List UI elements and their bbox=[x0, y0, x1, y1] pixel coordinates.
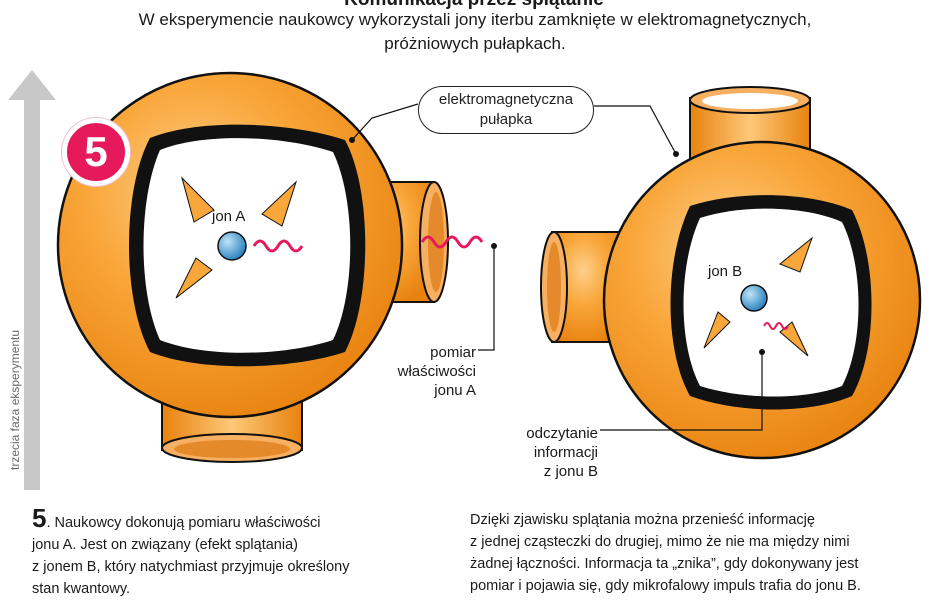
caption-left-line-3: z jonem B, który natychmiast przyjmuje o… bbox=[32, 559, 350, 575]
electrode-b-1 bbox=[779, 236, 814, 273]
ion-b bbox=[740, 284, 768, 312]
caption-left-line-2: jonu A. Jest on związany (efekt splątani… bbox=[32, 537, 298, 553]
measure-label-line-1: pomiar bbox=[430, 344, 476, 361]
caption-right-line-3: żadnej łączności. Informacja ta „znika”,… bbox=[470, 556, 859, 572]
trap-leader-a bbox=[351, 103, 419, 141]
readout-label-line-1: odczytanie bbox=[526, 425, 598, 442]
wave-a-inner bbox=[252, 239, 304, 253]
readout-leader-line bbox=[600, 352, 763, 431]
step-badge: 5 bbox=[62, 118, 130, 186]
measure-label-line-3: jonu A bbox=[434, 382, 476, 399]
ion-b-label: jon B bbox=[708, 263, 743, 280]
phase-arrow bbox=[8, 70, 56, 490]
intro-line-2: próżniowych pułapkach. bbox=[384, 34, 566, 53]
diagram-title: Komunikacja przez splątanie bbox=[0, 0, 948, 11]
measure-label-line-2: właściwości bbox=[397, 363, 476, 380]
caption-right-line-4: pomiar i pojawia się, gdy mikrofalowy im… bbox=[470, 578, 861, 594]
electrode-a-1 bbox=[181, 176, 215, 223]
trap-b bbox=[540, 86, 922, 460]
readout-label-line-3: z jonu B bbox=[543, 463, 598, 480]
wave-b bbox=[763, 322, 789, 330]
readout-label: odczytanie informacji z jonu B bbox=[488, 424, 598, 481]
caption-right-line-2: z jednej cząsteczki do drugiej, mimo że … bbox=[470, 534, 850, 550]
intro-text: W eksperymencie naukowcy wykorzystali jo… bbox=[90, 8, 860, 56]
caption-left-line-4: stan kwantowy. bbox=[32, 581, 131, 597]
trap-label-line-2: pułapka bbox=[479, 111, 533, 128]
trap-label-line-1: elektromagnetyczna bbox=[438, 91, 574, 108]
wave-a-outer bbox=[420, 235, 484, 249]
trap-leader-b bbox=[594, 105, 677, 155]
caption-left-line-1-text: . Naukowcy dokonują pomiaru właściwości bbox=[46, 515, 321, 531]
electrode-a-2 bbox=[261, 180, 298, 227]
measure-leader-line bbox=[478, 246, 495, 351]
electrode-b-2 bbox=[703, 311, 731, 349]
electrode-b-3 bbox=[779, 321, 809, 357]
caption-left-line-1: 5. Naukowcy dokonują pomiaru właściwości bbox=[32, 505, 422, 534]
ion-a bbox=[217, 231, 247, 261]
caption-left: 5. Naukowcy dokonują pomiaru właściwości… bbox=[32, 505, 422, 600]
readout-label-line-2: informacji bbox=[533, 444, 598, 461]
caption-right: Dzięki zjawisku splątania można przenieś… bbox=[470, 509, 940, 597]
ion-a-label: jon A bbox=[212, 208, 246, 225]
intro-line-1: W eksperymencie naukowcy wykorzystali jo… bbox=[138, 10, 812, 29]
trap-a bbox=[56, 71, 449, 463]
caption-step-number: 5 bbox=[32, 503, 47, 533]
electrode-a-3 bbox=[175, 257, 213, 299]
caption-right-line-1: Dzięki zjawisku splątania można przenieś… bbox=[470, 512, 815, 528]
measure-label: pomiar właściwości jonu A bbox=[366, 343, 476, 400]
trap-label: elektromagnetyczna pułapka bbox=[418, 86, 594, 134]
